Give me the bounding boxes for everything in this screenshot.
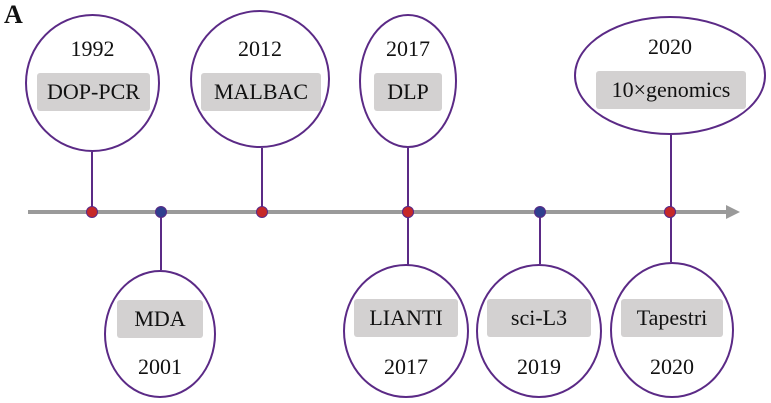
timeline-arrowhead <box>726 205 740 219</box>
timeline-node <box>402 206 414 218</box>
milestone-connector <box>160 212 162 270</box>
milestone-connector <box>670 135 672 212</box>
milestone-year: 2019 <box>517 354 561 379</box>
milestone-technology: MALBAC <box>201 73 321 111</box>
milestone-circle: 1992 DOP-PCR <box>25 14 160 152</box>
milestone-connector <box>670 212 672 262</box>
timeline-axis <box>28 210 730 214</box>
milestone-technology: sci-L3 <box>487 299 591 337</box>
milestone-year: 1992 <box>70 36 115 61</box>
milestone-connector <box>539 212 541 264</box>
milestone-technology: LIANTI <box>354 299 458 337</box>
milestone-connector <box>407 212 409 266</box>
milestone-year: 2020 <box>650 354 694 379</box>
milestone-connector <box>91 152 93 212</box>
milestone-circle: 2020 10×genomics <box>574 16 766 135</box>
milestone-circle: LIANTI 2017 <box>343 264 469 398</box>
milestone-connector <box>261 148 263 212</box>
milestone-circle: MDA 2001 <box>104 270 216 398</box>
milestone-technology: MDA <box>117 300 203 338</box>
milestone-circle: Tapestri 2020 <box>610 262 734 398</box>
milestone-year: 2020 <box>648 34 692 59</box>
milestone-connector <box>407 148 409 212</box>
timeline-node <box>256 206 268 218</box>
milestone-technology: Tapestri <box>621 299 723 337</box>
timeline-node <box>86 206 98 218</box>
milestone-circle: sci-L3 2019 <box>476 264 602 398</box>
panel-label: A <box>4 0 23 29</box>
milestone-year: 2001 <box>138 354 182 379</box>
milestone-technology: 10×genomics <box>596 71 746 109</box>
milestone-circle: 2012 MALBAC <box>190 10 330 148</box>
timeline-node <box>155 206 167 218</box>
milestone-technology: DLP <box>374 73 442 111</box>
milestone-circle: 2017 DLP <box>359 14 457 148</box>
milestone-year: 2017 <box>384 354 428 379</box>
milestone-year: 2017 <box>386 36 430 61</box>
milestone-technology: DOP-PCR <box>37 73 150 111</box>
timeline-node <box>534 206 546 218</box>
milestone-year: 2012 <box>238 36 282 61</box>
timeline-node <box>664 206 676 218</box>
